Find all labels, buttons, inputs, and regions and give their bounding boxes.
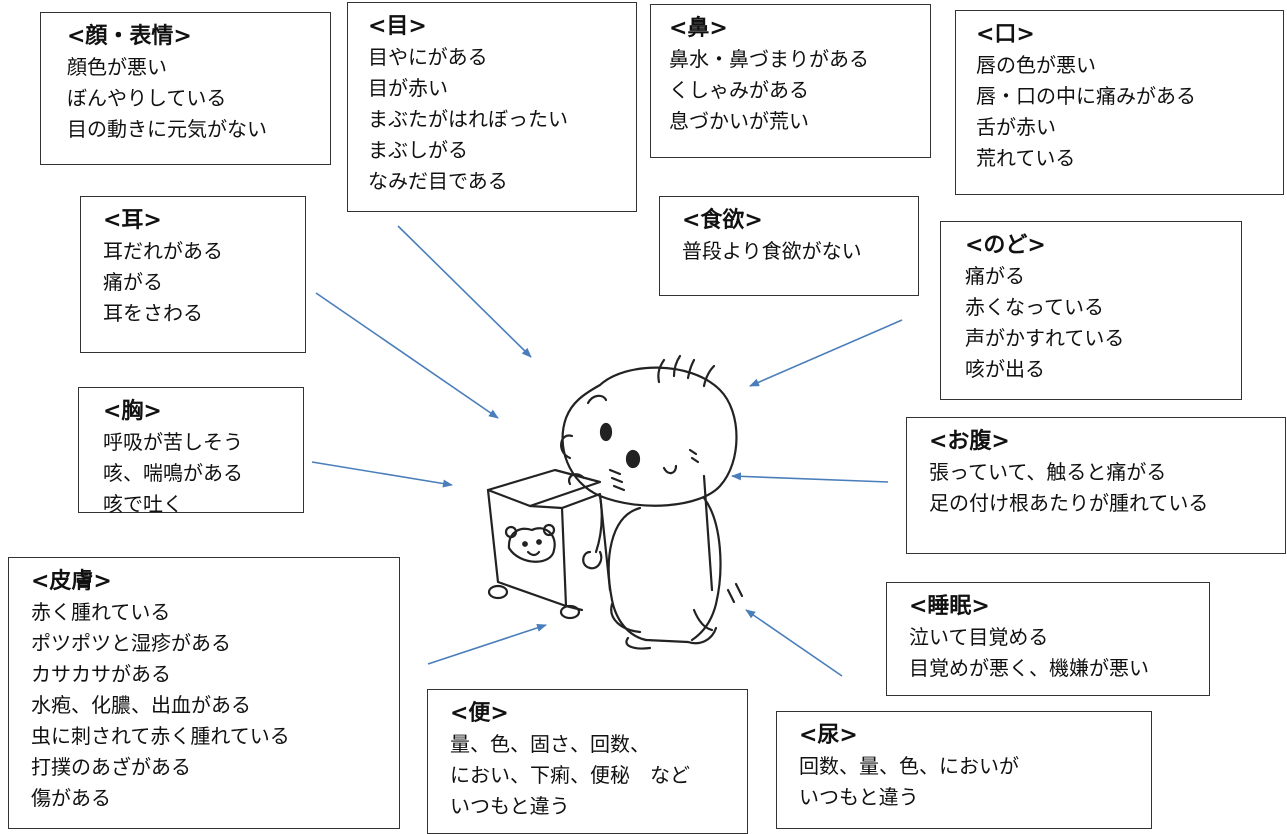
belly-box: <お腹> 張っていて、触ると痛がる 足の付け根あたりが腫れている — [906, 417, 1286, 554]
mouth-box: <口> 唇の色が悪い 唇・口の中に痛みがある 舌が赤い 荒れている — [955, 10, 1284, 195]
box-line: におい、下痢、便秘 など — [450, 763, 690, 787]
box-line: 唇の色が悪い — [976, 53, 1096, 77]
nose-box: <鼻> 鼻水・鼻づまりがある くしゃみがある 息づかいが荒い — [650, 4, 931, 158]
box-line: 目が赤い — [368, 76, 448, 100]
arrow-eyes — [397, 225, 532, 358]
box-line: 顔色が悪い — [67, 55, 167, 79]
chest-box: <胸> 呼吸が苦しそう 咳、喘鳴がある 咳で吐く — [78, 387, 304, 516]
box-line: 赤くなっている — [965, 295, 1104, 319]
throat-box: <のど> 痛がる 赤くなっている 声がかすれている 咳が出る — [940, 221, 1242, 400]
box-line: 量、色、固さ、回数、 — [450, 732, 650, 756]
arrow-sleep — [745, 609, 843, 677]
box-line: くしゃみがある — [669, 78, 809, 102]
box-line: 赤く腫れている — [31, 600, 171, 624]
box-title: <胸> — [103, 399, 162, 424]
box-line: ポツポツと湿疹がある — [31, 631, 231, 655]
arrow-chest — [311, 461, 453, 488]
box-title: <目> — [368, 14, 427, 39]
box-line: 咳、喘鳴がある — [103, 461, 243, 485]
box-line: 咳が出る — [965, 357, 1045, 381]
box-line: 痛がる — [103, 270, 163, 294]
box-title: <睡眠> — [909, 594, 990, 619]
box-line: 傷がある — [31, 786, 111, 810]
box-line: 耳だれがある — [103, 239, 223, 263]
box-line: まぶしがる — [368, 138, 468, 162]
box-line: 息づかいが荒い — [669, 109, 809, 133]
box-line: 打撲のあざがある — [31, 755, 191, 779]
box-line: 痛がる — [965, 264, 1025, 288]
face-expression-box: <顔・表情> 顔色が悪い ぼんやりしている 目の動きに元気がない — [40, 12, 331, 165]
skin-box: <皮膚> 赤く腫れている ポツポツと湿疹がある カサカサがある 水疱、化膿、出血… — [8, 557, 400, 829]
box-line: ぼんやりしている — [67, 86, 227, 110]
box-line: 足の付け根あたりが腫れている — [929, 491, 1209, 515]
box-title: <お腹> — [929, 429, 1010, 454]
box-line: 咳で吐く — [103, 492, 183, 516]
arrow-ear — [315, 292, 499, 419]
appetite-box: <食欲> 普段より食欲がない — [659, 196, 919, 296]
ear-box: <耳> 耳だれがある 痛がる 耳をさわる — [80, 196, 306, 353]
urine-box: <尿> 回数、量、色、においが いつもと違う — [776, 711, 1152, 829]
box-line: 荒れている — [976, 146, 1076, 170]
box-title: <尿> — [799, 723, 858, 748]
box-line: 呼吸が苦しそう — [103, 430, 243, 454]
arrow-skin — [427, 624, 547, 665]
box-line: 普段より食欲がない — [682, 239, 862, 263]
sleep-box: <睡眠> 泣いて目覚める 目覚めが悪く、機嫌が悪い — [886, 582, 1210, 696]
box-line: いつもと違う — [450, 794, 570, 818]
box-line: 回数、量、色、においが — [799, 754, 1019, 778]
box-line: 耳をさわる — [103, 301, 203, 325]
box-line: まぶたがはれぼったい — [368, 107, 568, 131]
box-title: <顔・表情> — [67, 24, 192, 49]
box-title: <耳> — [103, 208, 162, 233]
box-line: 泣いて目覚める — [909, 625, 1049, 649]
box-line: 目の動きに元気がない — [67, 117, 267, 141]
box-line: カサカサがある — [31, 662, 171, 686]
arrow-throat — [749, 319, 903, 387]
box-line: 水疱、化膿、出血がある — [31, 693, 251, 717]
stool-box: <便> 量、色、固さ、回数、 におい、下痢、便秘 など いつもと違う — [427, 689, 748, 834]
box-line: いつもと違う — [799, 785, 919, 809]
box-title: <口> — [976, 22, 1035, 47]
arrow-belly — [731, 472, 889, 483]
box-title: <食欲> — [682, 208, 763, 233]
box-line: 目やにがある — [368, 45, 488, 69]
box-title: <のど> — [965, 233, 1046, 258]
box-line: 唇・口の中に痛みがある — [976, 84, 1196, 108]
box-title: <鼻> — [669, 16, 728, 41]
box-line: 目覚めが悪く、機嫌が悪い — [909, 656, 1149, 680]
box-line: 鼻水・鼻づまりがある — [669, 47, 869, 71]
box-line: 声がかすれている — [965, 326, 1125, 350]
eyes-box: <目> 目やにがある 目が赤い まぶたがはれぼったい まぶしがる なみだ目である — [347, 2, 637, 212]
box-line: なみだ目である — [368, 169, 508, 193]
box-title: <便> — [450, 701, 509, 726]
box-line: 舌が赤い — [976, 115, 1056, 139]
box-line: 虫に刺されて赤く腫れている — [31, 724, 290, 748]
box-title: <皮膚> — [31, 569, 112, 594]
box-line: 張っていて、触ると痛がる — [929, 460, 1167, 484]
